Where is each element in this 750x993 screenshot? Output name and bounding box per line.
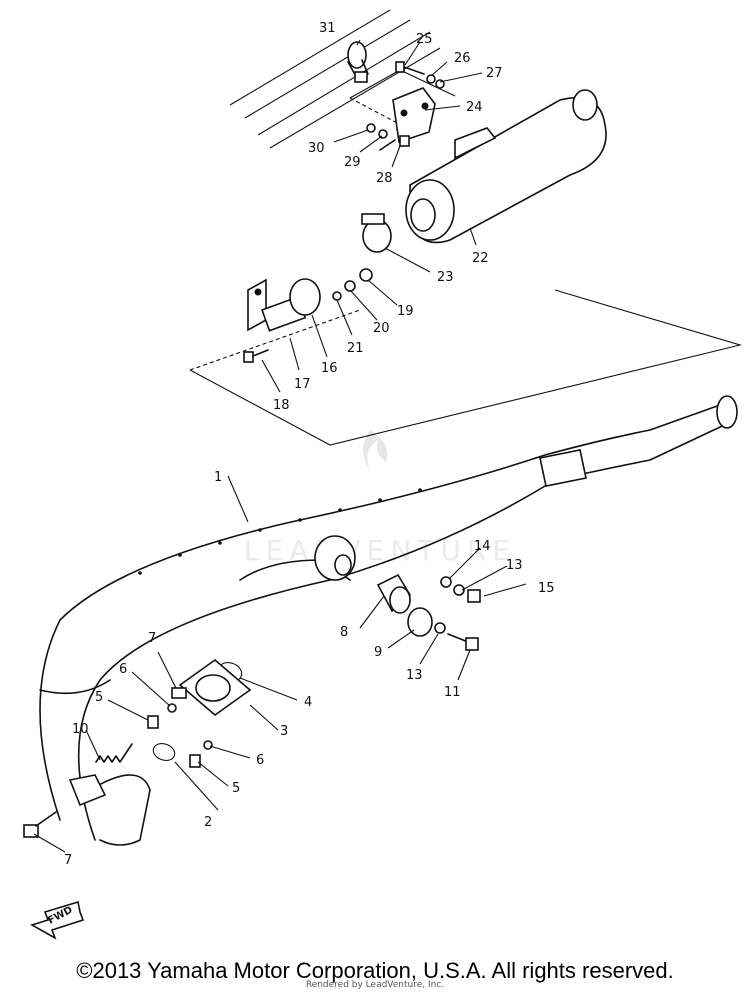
washer-6-lower xyxy=(203,740,213,750)
spring-9 xyxy=(95,743,133,763)
bolt-8 xyxy=(23,811,57,838)
callout-4: 4 xyxy=(304,695,312,710)
callout-27: 27 xyxy=(486,66,503,81)
expansion-chamber-part xyxy=(39,395,738,846)
nut-19 xyxy=(359,268,373,282)
callout-14: 14 xyxy=(474,539,491,554)
bolt-12 xyxy=(447,633,479,651)
washer-21 xyxy=(332,291,342,301)
frame-clamp-part xyxy=(347,41,369,83)
callout-3: 3 xyxy=(280,724,288,739)
callout-26: 26 xyxy=(454,51,471,66)
callout-16: 16 xyxy=(321,361,338,376)
forward-direction-badge: FWD xyxy=(29,900,85,940)
bolt-25 xyxy=(395,61,425,75)
callout-5-upper: 5 xyxy=(95,690,103,705)
callout-6-lower: 6 xyxy=(256,753,264,768)
muffler-part xyxy=(405,89,607,244)
callout-18: 18 xyxy=(273,398,290,413)
callout-31: 31 xyxy=(319,21,336,36)
callout-23: 23 xyxy=(437,270,454,285)
copyright-notice: ©2013 Yamaha Motor Corporation, U.S.A. A… xyxy=(76,958,674,983)
callout-13-lower: 13 xyxy=(406,668,423,683)
callout-11: 9 xyxy=(374,645,382,660)
callout-22: 22 xyxy=(472,251,489,266)
washer-14 xyxy=(440,576,452,588)
callout-12: 11 xyxy=(444,685,461,700)
callout-15: 15 xyxy=(538,581,555,596)
callout-29: 29 xyxy=(344,155,361,170)
bolt-18 xyxy=(243,349,269,363)
flange-3 xyxy=(178,658,252,717)
washer-13-lower xyxy=(434,622,446,634)
callout-28: 28 xyxy=(376,171,393,186)
callout-6-upper: 6 xyxy=(119,662,127,677)
bolt-15 xyxy=(467,589,481,603)
callout-8: 7 xyxy=(64,853,72,868)
gasket-2 xyxy=(152,743,176,761)
callout-5-lower: 5 xyxy=(232,781,240,796)
callout-21: 21 xyxy=(347,341,364,356)
stay-bracket-part xyxy=(247,278,321,332)
washer-20 xyxy=(344,280,356,292)
callout-13-upper: 13 xyxy=(506,558,523,573)
washer-26 xyxy=(426,74,436,84)
callout-24: 24 xyxy=(466,100,483,115)
leader-lines xyxy=(33,39,527,853)
rubber-mount-10 xyxy=(376,573,412,614)
bolt-28 xyxy=(379,135,410,151)
callout-2: 2 xyxy=(204,815,212,830)
callout-17: 17 xyxy=(294,377,311,392)
callout-1: 1 xyxy=(214,470,222,485)
callout-labels: 31 25 26 27 24 30 29 28 22 23 19 20 21 1… xyxy=(64,21,555,868)
chamber-mount-boss xyxy=(314,535,356,581)
muffler-bracket-part xyxy=(392,87,436,144)
frame-tubes xyxy=(229,9,441,149)
callout-10: 8 xyxy=(340,625,348,640)
washer-30 xyxy=(366,123,376,133)
watermark-text: LEADVENTURE xyxy=(244,534,516,567)
leadventure-watermark: LEADVENTURE xyxy=(244,430,516,567)
callout-30: 30 xyxy=(308,141,325,156)
callout-25: 25 xyxy=(416,32,433,47)
bolt-5-upper xyxy=(147,715,159,729)
bolt-7 xyxy=(171,687,187,699)
callout-9: 10 xyxy=(72,722,89,737)
rendered-by-note: Rendered by LeadVenture, Inc. xyxy=(305,980,445,990)
washer-29 xyxy=(378,129,388,139)
muffler-clamp-part xyxy=(361,213,392,253)
callout-19: 19 xyxy=(397,304,414,319)
collar-11 xyxy=(407,607,433,637)
callout-7: 7 xyxy=(148,631,156,646)
bolt-5-lower xyxy=(189,754,201,768)
callout-20: 20 xyxy=(373,321,390,336)
washer-13-upper xyxy=(453,584,465,596)
